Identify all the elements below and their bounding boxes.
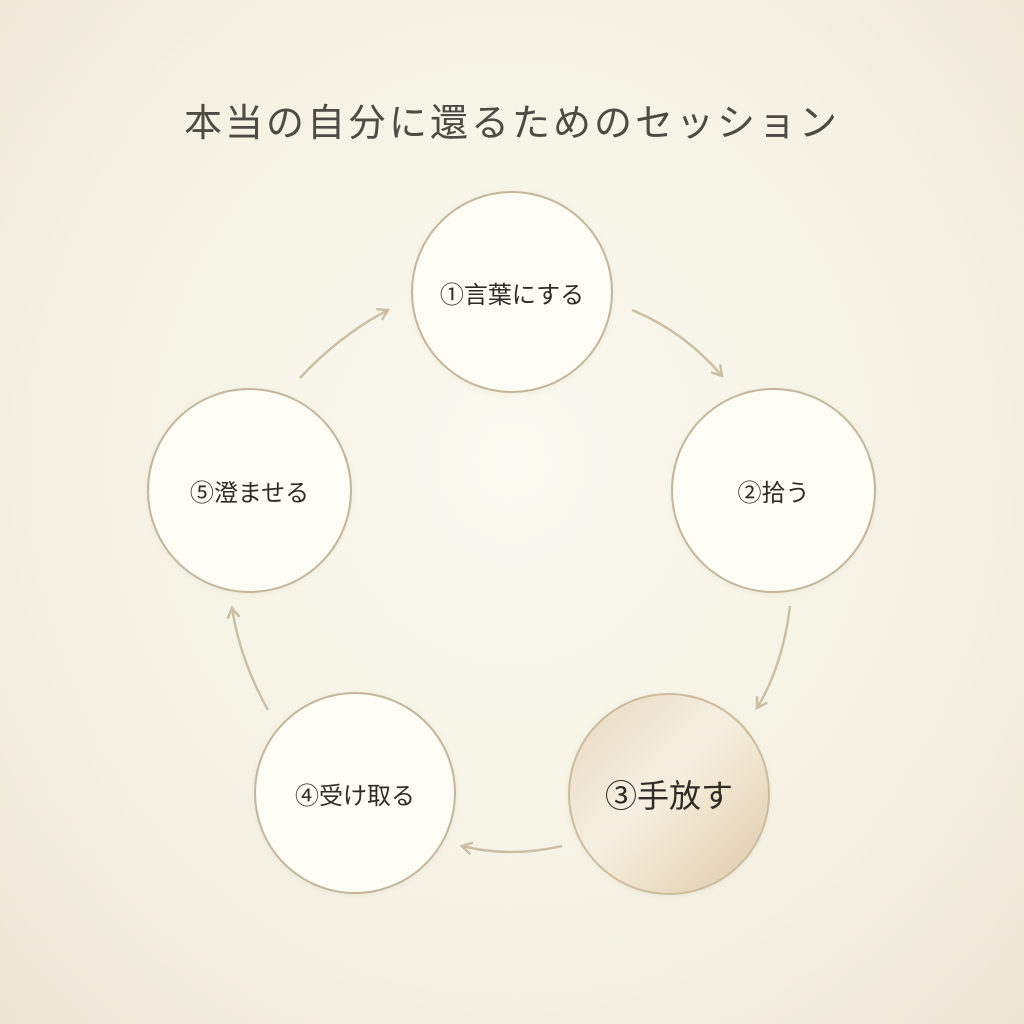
- step-4-label: ④受け取る: [295, 781, 415, 810]
- step-2-node: ②拾う: [671, 388, 876, 593]
- step-4-node: ④受け取る: [254, 692, 456, 894]
- arrow-2-to-3: [757, 605, 792, 708]
- arrow-5-to-1: [299, 310, 388, 379]
- arrow-4-to-5: [232, 608, 270, 711]
- step-5-node: ⑤澄ませる: [147, 388, 352, 593]
- page-title: 本当の自分に還るためのセッション: [183, 101, 840, 145]
- step-3-node: ③手放す: [568, 693, 770, 895]
- step-1-node: ①言葉にする: [411, 191, 613, 393]
- step-2-label: ②拾う: [737, 479, 810, 507]
- step-5-label: ⑤澄ませる: [189, 479, 310, 507]
- arrow-3-to-4: [462, 846, 563, 852]
- step-1-label: ①言葉にする: [439, 280, 585, 309]
- arrow-1-to-2: [631, 308, 722, 376]
- step-3-label: ③手放す: [604, 777, 733, 815]
